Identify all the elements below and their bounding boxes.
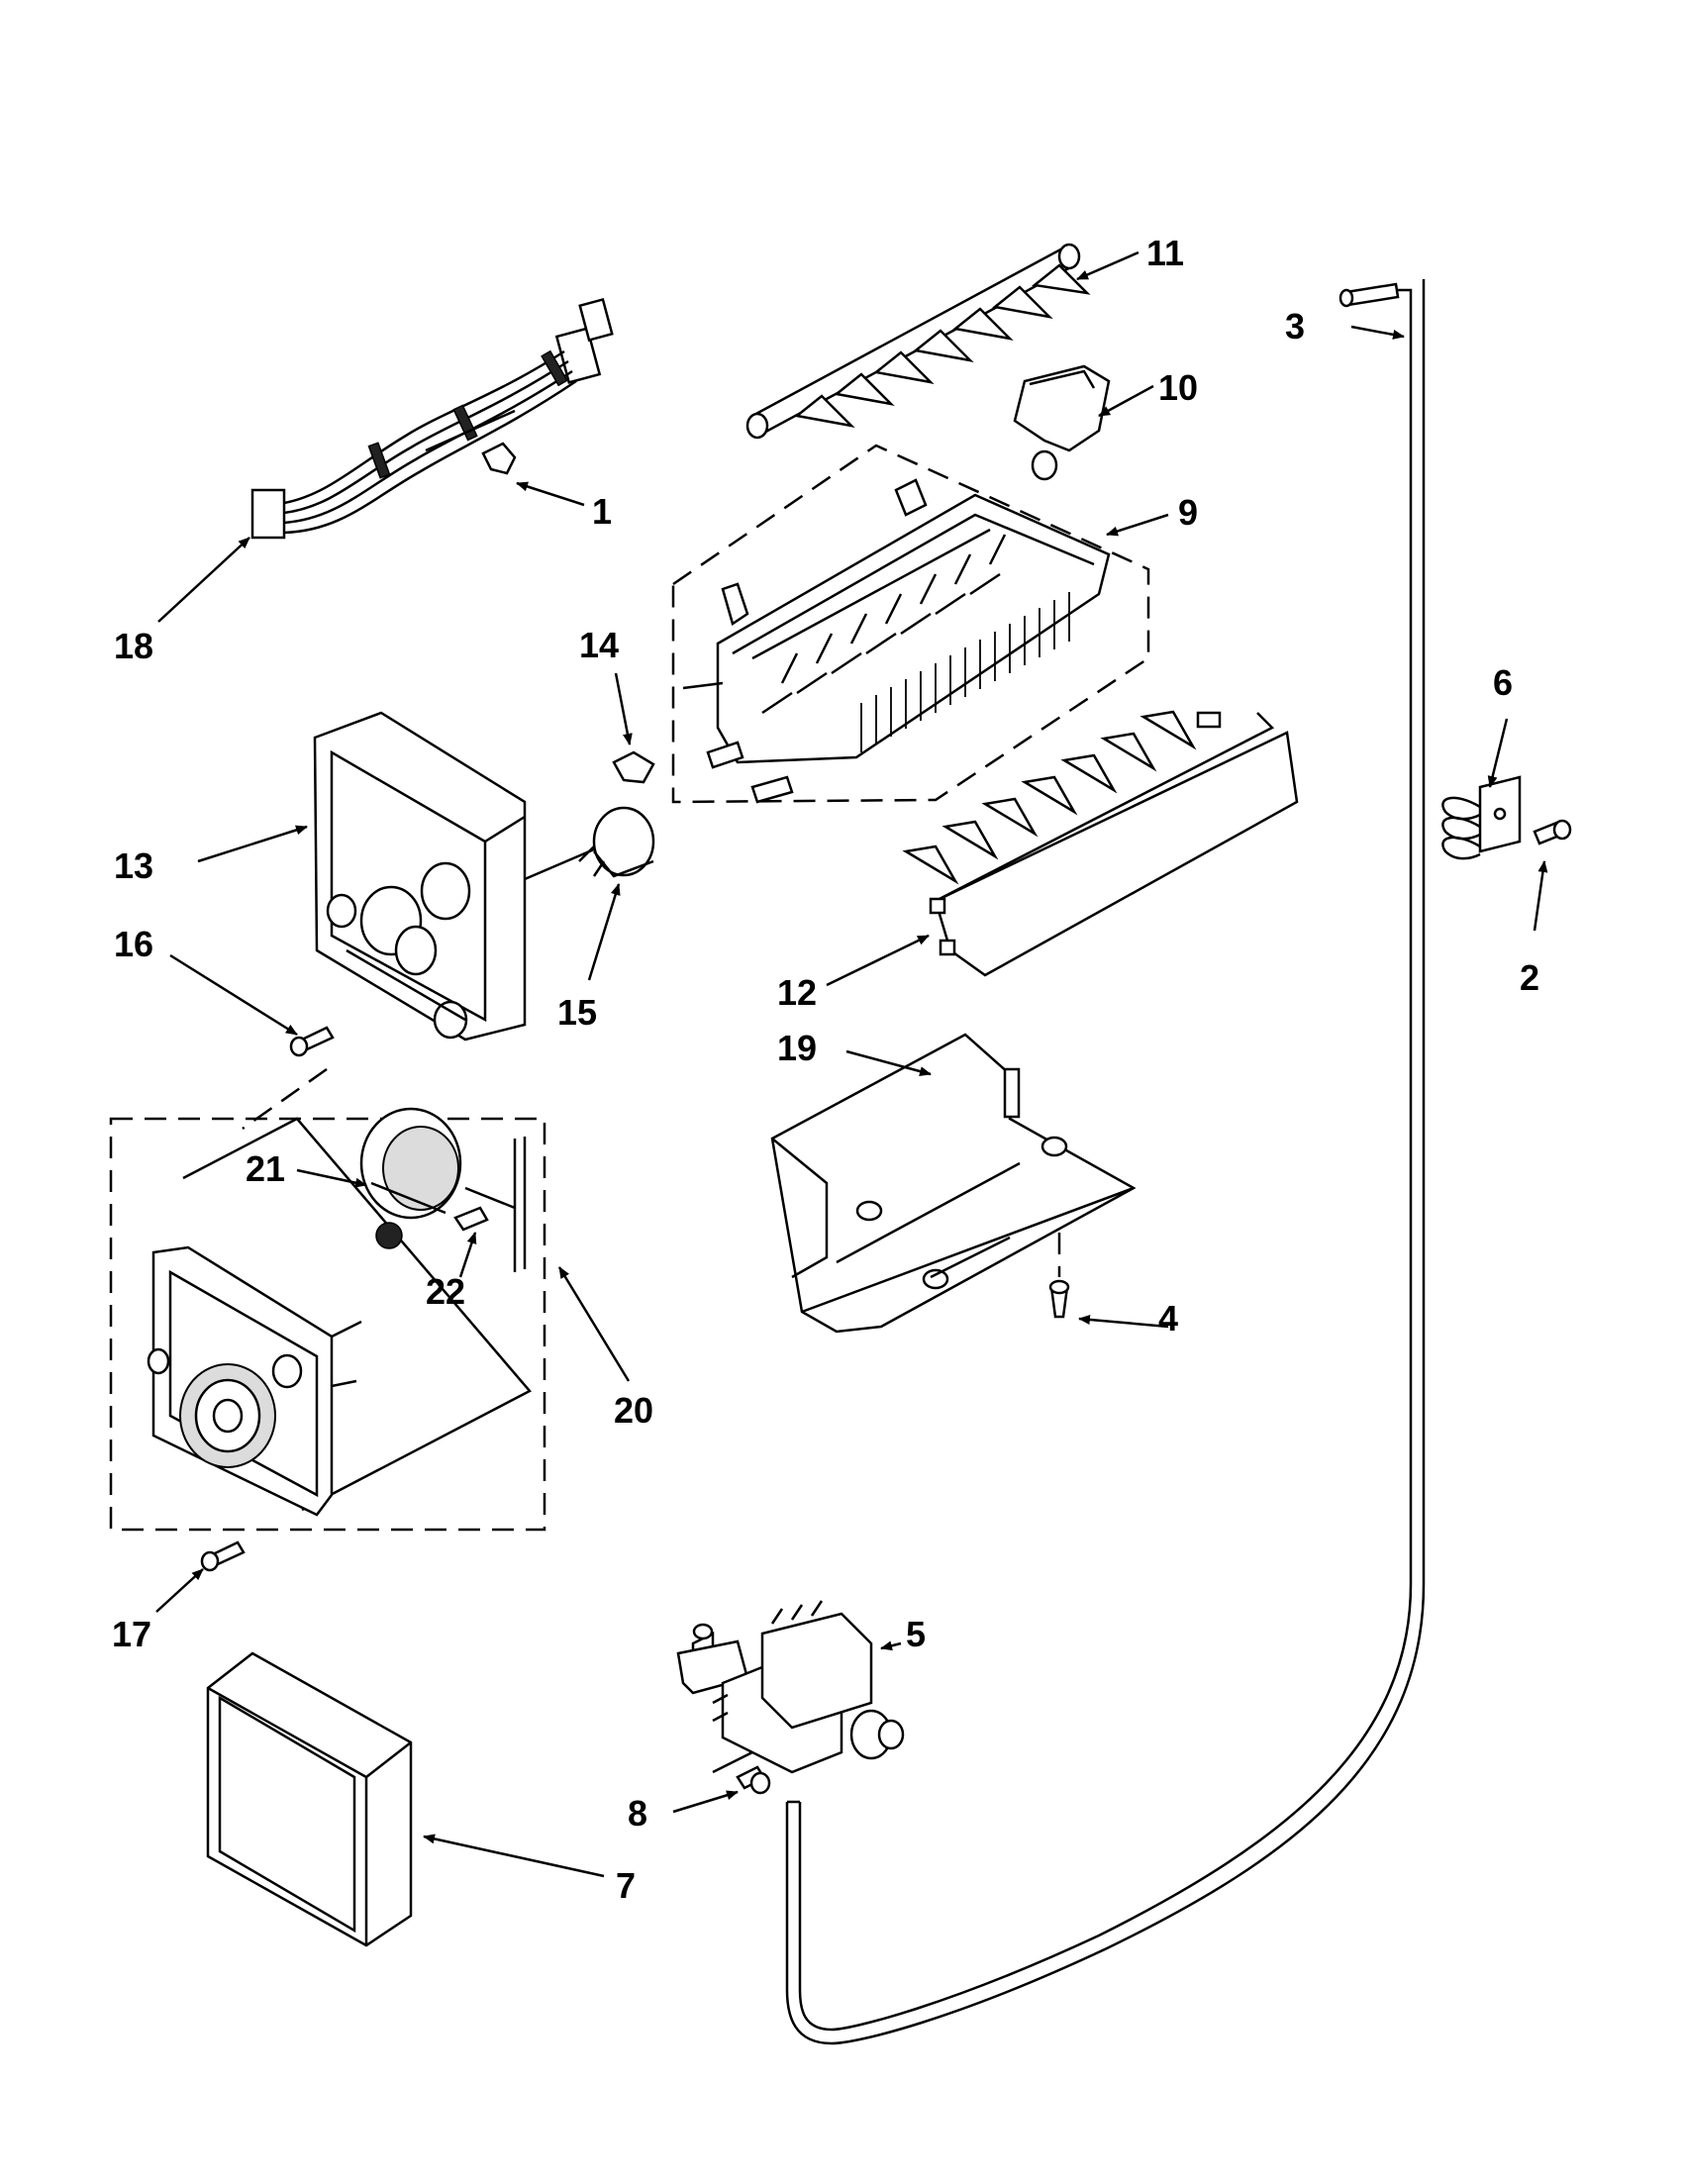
callout-16: 16 <box>114 924 153 964</box>
callout-20: 20 <box>614 1390 653 1431</box>
thermostat-part <box>524 806 655 881</box>
wire-harness-part <box>250 297 614 540</box>
thermostat-clip-part <box>612 750 655 784</box>
module-exploded-frame <box>182 1117 532 1512</box>
callout-14: 14 <box>579 625 619 665</box>
callout-7: 7 <box>616 1865 636 1906</box>
callout-15: 15 <box>557 992 597 1033</box>
callout-18: 18 <box>114 626 153 666</box>
pad-part <box>206 1651 413 1947</box>
callout-8: 8 <box>628 1793 647 1834</box>
callout-22: 22 <box>426 1271 465 1312</box>
callout-6: 6 <box>1493 662 1513 703</box>
screw-8-part <box>736 1765 771 1795</box>
callout-11: 11 <box>1146 233 1184 273</box>
bracket-part <box>1441 775 1522 860</box>
callout-13: 13 <box>114 845 153 886</box>
callout-10: 10 <box>1158 367 1198 408</box>
screw-16-leader <box>242 1067 328 1131</box>
housing-part <box>313 711 527 1042</box>
motor-part <box>359 1107 527 1272</box>
clip-part <box>481 442 517 475</box>
stripper-part <box>902 710 1299 977</box>
callout-21: 21 <box>246 1148 285 1189</box>
fill-tube-part <box>785 279 1426 2045</box>
mold-assembly-outline <box>671 444 1150 804</box>
callout-1: 1 <box>592 491 612 532</box>
callout-12: 12 <box>777 972 817 1013</box>
ice-mold-part <box>682 478 1111 804</box>
callout-3: 3 <box>1285 306 1305 347</box>
callout-5: 5 <box>906 1614 926 1654</box>
callout-19: 19 <box>777 1028 817 1068</box>
ejector-part <box>745 243 1091 440</box>
water-valve-part <box>676 1600 905 1774</box>
callout-17: 17 <box>112 1614 151 1654</box>
callout-labels: 1 2 3 4 5 6 7 8 9 10 11 12 13 14 15 16 1… <box>112 233 1539 1906</box>
callout-2: 2 <box>1520 957 1539 998</box>
screw-17-part <box>200 1540 246 1572</box>
callout-4: 4 <box>1158 1298 1178 1339</box>
callout-9: 9 <box>1178 492 1198 533</box>
module-plate-part <box>147 1245 362 1517</box>
fill-cup-part <box>1013 364 1111 481</box>
leader-lines <box>155 250 1548 1878</box>
screw-4-part <box>1048 1233 1070 1319</box>
cover-part <box>770 1033 1137 1334</box>
screw-16-part <box>289 1026 335 1057</box>
screw-2-part <box>1533 819 1572 845</box>
switch-part <box>453 1206 489 1232</box>
